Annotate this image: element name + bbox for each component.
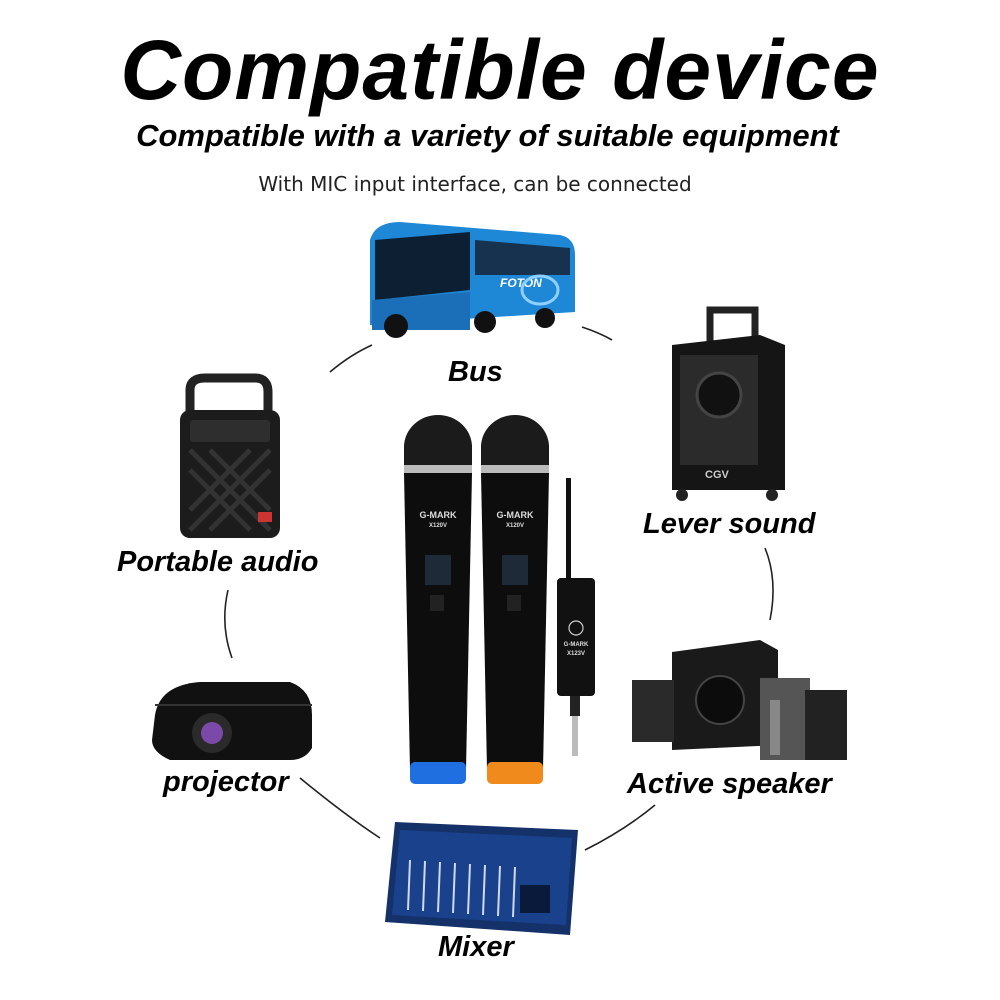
trolley-speaker-icon: CGV bbox=[672, 306, 785, 501]
label-bus: Bus bbox=[448, 356, 503, 388]
label-projector: projector bbox=[163, 766, 289, 798]
arc-lever-active bbox=[764, 547, 774, 621]
receiver-model-text: X123V bbox=[567, 651, 585, 657]
compatibility-note: With MIC input interface, can be connect… bbox=[258, 172, 692, 196]
speaker-system-icon bbox=[632, 640, 847, 760]
mic-model-text-right: X120V bbox=[506, 523, 524, 529]
microphone-left: G-MARK X120V bbox=[404, 415, 472, 784]
page-title: Compatible device bbox=[120, 23, 880, 117]
mic-model-text: X120V bbox=[429, 523, 447, 529]
arc-bus-left bbox=[329, 344, 373, 373]
arc-bus-right bbox=[581, 326, 613, 341]
arc-projector-mixer bbox=[299, 777, 381, 839]
projector-icon bbox=[152, 682, 312, 760]
arc-portable-projector bbox=[224, 589, 233, 659]
label-portable-audio: Portable audio bbox=[117, 546, 319, 578]
receiver: G-MARK X123V bbox=[557, 478, 595, 756]
label-active-speaker: Active speaker bbox=[627, 768, 832, 800]
receiver-brand-text: G-MARK bbox=[564, 642, 589, 648]
bus-icon: FOTON bbox=[370, 222, 575, 338]
label-lever-sound: Lever sound bbox=[643, 508, 816, 540]
page-subtitle: Compatible with a variety of suitable eq… bbox=[136, 118, 839, 153]
microphone-right: G-MARK X120V bbox=[481, 415, 549, 784]
mixer-icon bbox=[385, 822, 578, 935]
speaker-brand-text: CGV bbox=[705, 469, 730, 481]
receiver-logo-icon bbox=[568, 620, 584, 636]
mic-brand-text-right: G-MARK bbox=[497, 510, 534, 520]
arc-mixer-active bbox=[584, 804, 656, 851]
portable-speaker-icon bbox=[180, 373, 280, 538]
connector-arcs bbox=[224, 326, 774, 851]
mic-brand-text: G-MARK bbox=[420, 510, 457, 520]
label-mixer: Mixer bbox=[438, 931, 514, 963]
bus-brand-text: FOTON bbox=[500, 276, 542, 290]
